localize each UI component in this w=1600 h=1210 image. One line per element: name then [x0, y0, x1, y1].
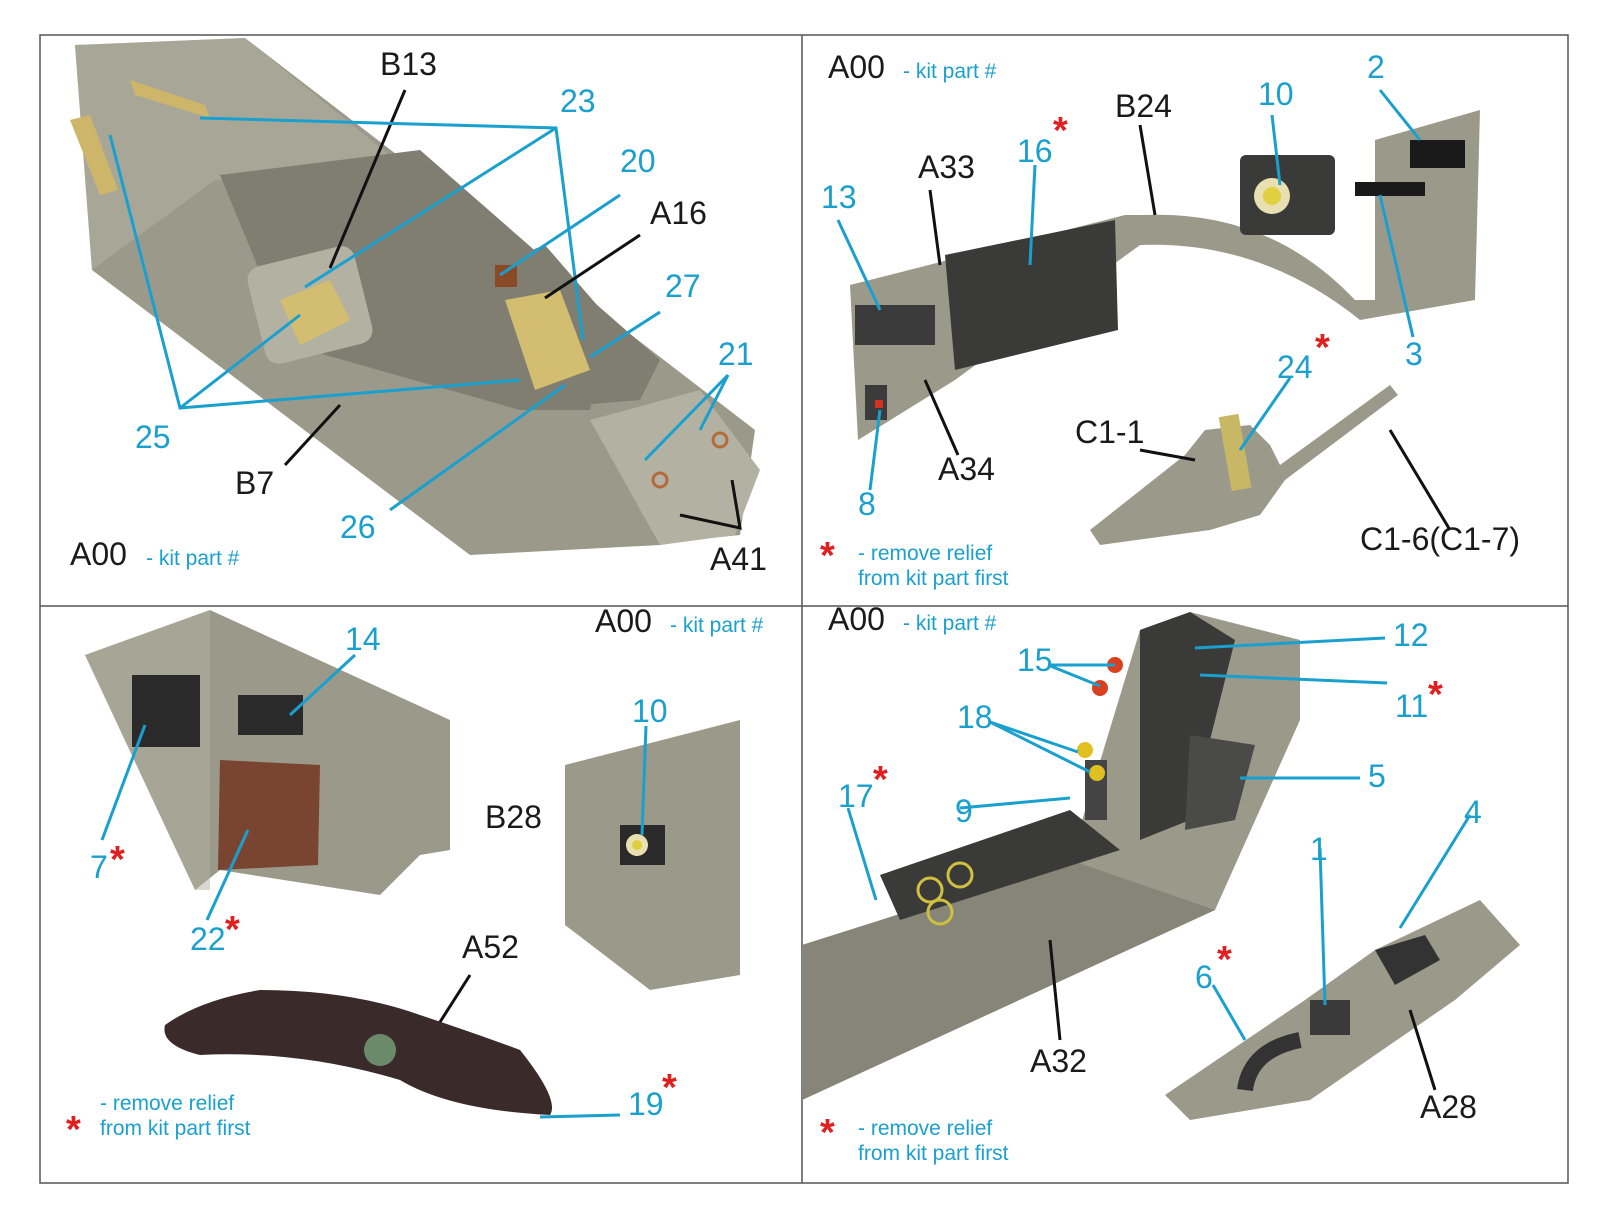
callout-9: 9 — [955, 793, 973, 829]
callout-25: 25 — [135, 419, 171, 455]
callout-22: 22 — [190, 921, 226, 957]
callout-3: 3 — [1405, 336, 1423, 372]
remove-relief-star: * — [662, 1067, 677, 1109]
remove-relief-star: * — [110, 839, 125, 881]
kit-part-desc: - kit part # — [670, 614, 764, 637]
remove-relief-star: * — [1428, 674, 1443, 716]
panel-cockpit-floor: B13 23 20 A16 27 21 25 B7 26 A41 A00 - k… — [70, 38, 767, 577]
label-c1-1: C1-1 — [1075, 414, 1144, 450]
remove-relief-star: * — [873, 759, 888, 801]
callout-19: 19 — [628, 1086, 664, 1122]
remove-relief-line2: from kit part first — [858, 1142, 1009, 1165]
callout-27: 27 — [665, 268, 701, 304]
callout-7: 7 — [90, 849, 108, 885]
callout-1: 1 — [1310, 831, 1328, 867]
callout-23: 23 — [560, 83, 596, 119]
remove-relief-line1: - remove relief — [858, 1117, 992, 1140]
label-a34: A34 — [938, 451, 995, 487]
label-b28: B28 — [485, 799, 542, 835]
kit-part-code: A00 — [828, 49, 885, 85]
panel-instrument-console: A00 - kit part # 12 15 11 * 18 5 9 17 * … — [802, 601, 1520, 1165]
remove-relief-note: * - remove relief from kit part first — [820, 535, 1009, 590]
panel-side-wall: A00 - kit part # 2 10 B24 16 * A33 13 3 … — [820, 49, 1520, 590]
label-c1-6: C1-6(C1-7) — [1360, 521, 1520, 557]
callout-16: 16 — [1017, 133, 1053, 169]
instrument-console-illustration — [802, 612, 1520, 1120]
callout-15: 15 — [1017, 642, 1053, 678]
remove-relief-star: * — [66, 1109, 81, 1151]
callout-14: 14 — [345, 621, 381, 657]
remove-relief-note: * - remove relief from kit part first — [66, 1092, 251, 1151]
label-b13: B13 — [380, 46, 437, 82]
label-a33: A33 — [918, 149, 975, 185]
remove-relief-star: * — [820, 1112, 835, 1154]
remove-relief-star: * — [820, 535, 835, 577]
panel-side-consoles: A00 - kit part # 14 10 B28 7 * 22 * A52 … — [66, 603, 764, 1151]
remove-relief-line1: - remove relief — [100, 1092, 234, 1115]
remove-relief-note: * - remove relief from kit part first — [820, 1112, 1009, 1165]
kit-part-desc: - kit part # — [903, 612, 997, 635]
label-a41: A41 — [710, 541, 767, 577]
callout-18: 18 — [957, 699, 993, 735]
kit-part-legend: A00 - kit part # — [828, 601, 997, 637]
cockpit-floor-illustration — [70, 38, 760, 555]
remove-relief-star: * — [1315, 327, 1330, 369]
kit-part-code: A00 — [595, 603, 652, 639]
remove-relief-line2: from kit part first — [100, 1117, 251, 1140]
callout-lines — [846, 636, 1472, 1091]
callout-5: 5 — [1368, 758, 1386, 794]
callout-26: 26 — [340, 509, 376, 545]
callout-10: 10 — [1258, 76, 1294, 112]
callout-2: 2 — [1367, 49, 1385, 85]
callout-17: 17 — [838, 778, 874, 814]
remove-relief-star: * — [1053, 110, 1068, 152]
callout-4: 4 — [1464, 794, 1482, 830]
callout-8: 8 — [858, 486, 876, 522]
callout-12: 12 — [1393, 617, 1429, 653]
callout-20: 20 — [620, 143, 656, 179]
remove-relief-line1: - remove relief — [858, 542, 992, 565]
label-a16: A16 — [650, 195, 707, 231]
kit-part-desc: - kit part # — [903, 60, 997, 83]
callout-13: 13 — [821, 179, 857, 215]
label-b24: B24 — [1115, 88, 1172, 124]
label-a28: A28 — [1420, 1089, 1477, 1125]
callout-10: 10 — [632, 693, 668, 729]
remove-relief-star: * — [1217, 939, 1232, 981]
kit-part-code: A00 — [828, 601, 885, 637]
kit-part-code: A00 — [70, 536, 127, 572]
label-b7: B7 — [235, 465, 274, 501]
kit-part-legend: A00 - kit part # — [828, 49, 997, 85]
callout-21: 21 — [718, 336, 754, 372]
kit-part-legend: A00 - kit part # — [70, 536, 240, 572]
kit-part-desc: - kit part # — [146, 547, 240, 570]
side-wall-illustration — [850, 110, 1480, 545]
callout-6: 6 — [1195, 959, 1213, 995]
callout-24: 24 — [1277, 349, 1313, 385]
side-console-illustration — [85, 610, 740, 1115]
remove-relief-star: * — [225, 909, 240, 951]
label-a52: A52 — [462, 929, 519, 965]
remove-relief-line2: from kit part first — [858, 567, 1009, 590]
callout-lines — [100, 653, 648, 1119]
callout-lines — [836, 89, 1452, 531]
label-a32: A32 — [1030, 1043, 1087, 1079]
callout-lines — [108, 89, 742, 530]
kit-part-legend: A00 - kit part # — [595, 603, 764, 639]
callout-11: 11 — [1395, 688, 1428, 724]
